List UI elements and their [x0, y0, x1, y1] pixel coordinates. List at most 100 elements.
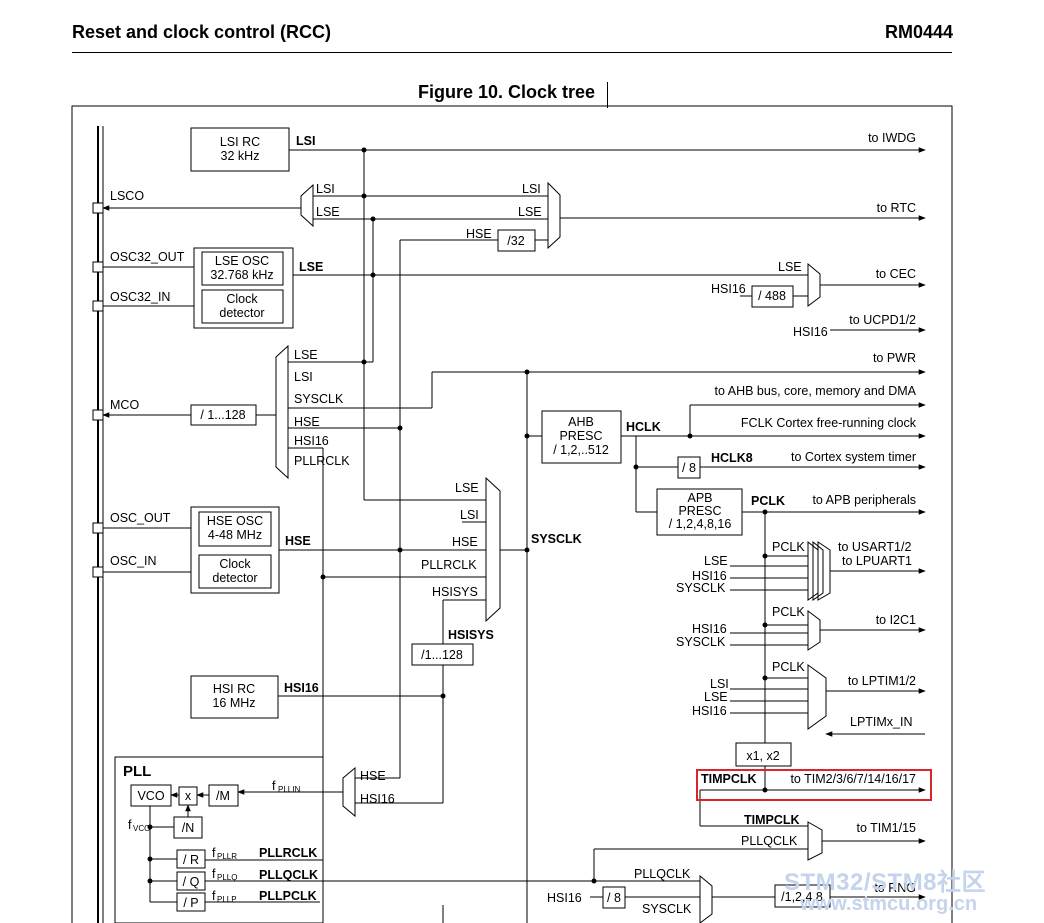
i2c-hsi16-label: HSI16: [692, 622, 727, 636]
lptim-hsi16-label: HSI16: [692, 704, 727, 718]
div-rng-block: [774, 884, 831, 908]
figure-title: Figure 10. Clock tree: [418, 82, 596, 102]
tim-destination: to TIM2/3/6/7/14/16/17: [790, 772, 916, 786]
cec-destination: to CEC: [876, 267, 916, 281]
lse-signal: LSE: [299, 260, 323, 274]
ahb-presc-block: [541, 410, 622, 464]
osc-in-pin-label: OSC_IN: [110, 554, 157, 568]
i2c-sysclk-label: SYSCLK: [676, 635, 726, 649]
rtc-destination: to RTC: [877, 201, 916, 215]
mco-pllrclk-label: PLLRCLK: [294, 454, 350, 468]
hsisys-divider-label: /1...128: [421, 648, 463, 662]
f-pllp-label: f: [212, 889, 216, 903]
pclk-signal: PCLK: [751, 494, 785, 508]
ahb-presc-range: / 1,2,..512: [553, 443, 609, 457]
lptim-destination: to LPTIM1/2: [848, 674, 916, 688]
lsco-pin-label: LSCO: [110, 189, 144, 203]
pllin-hse-label: HSE: [360, 769, 386, 783]
sysclk-mux-lsi-label: LSI: [460, 508, 479, 522]
pllqclk-signal: PLLQCLK: [259, 868, 318, 882]
hsi16-input-label: HSI16: [711, 282, 746, 296]
div-p-label: / P: [183, 896, 198, 910]
hsi-rc-freq: 16 MHz: [212, 696, 255, 710]
usart-mux-layer: [812, 540, 824, 601]
rng-pllqclk-label: PLLQCLK: [634, 867, 691, 881]
lse-osc-freq: 32.768 kHz: [210, 268, 273, 282]
cec-mux: [807, 262, 821, 307]
mco-pin: [92, 409, 104, 421]
div488-label: / 488: [758, 289, 786, 303]
lse-input-label: LSE: [778, 260, 802, 274]
fclk-destination: FCLK Cortex free-running clock: [741, 416, 917, 430]
hse-osc-freq: 4-48 MHz: [208, 528, 262, 542]
mco-mux: [275, 344, 289, 480]
watermark: STM32/STM8社区: [784, 869, 987, 896]
f-pllq-subscript: PLLQ: [217, 873, 237, 882]
timpclk-highlight: [696, 769, 932, 801]
usart-mux-layer: [817, 541, 831, 601]
lse-osc-label: LSE OSC: [215, 254, 269, 268]
hclk-signal: HCLK: [626, 420, 661, 434]
i2c-pclk-label: PCLK: [772, 605, 805, 619]
apb-presc-label: APB: [687, 491, 712, 505]
div-n-label: /N: [182, 821, 195, 835]
mco-pin-label: MCO: [110, 398, 139, 412]
hsi-rc-block: [190, 675, 279, 719]
div-r-label: / R: [183, 853, 199, 867]
lptim-lse-label: LSE: [704, 690, 728, 704]
rtc-mux: [547, 181, 561, 250]
lsi-input-label: LSI: [522, 182, 541, 196]
x1x2-label: x1, x2: [746, 749, 779, 763]
i2c-mux: [807, 610, 821, 651]
sysclk-mux-hsisys-label: HSISYS: [432, 585, 478, 599]
systimer-destination: to Cortex system timer: [791, 450, 916, 464]
lsi-rc-label: LSI RC: [220, 135, 260, 149]
osc-in-pin: [92, 566, 104, 578]
lse-input-label: LSE: [518, 205, 542, 219]
lsco-mux: [300, 183, 314, 228]
osc32-in-pin-label: OSC32_IN: [110, 290, 170, 304]
clock-detector-label: detector: [219, 306, 264, 320]
document-reference: RM0444: [884, 22, 953, 42]
mco-hse-label: HSE: [294, 415, 320, 429]
tim1-destination: to TIM1/15: [856, 821, 916, 835]
hsisys-signal: HSISYS: [448, 628, 494, 642]
f-pllq-label: f: [212, 867, 216, 881]
pll-title: PLL: [123, 763, 151, 780]
rng-mux: [699, 874, 713, 923]
vco-label: VCO: [137, 789, 164, 803]
tim1-pllqclk-label: PLLQCLK: [741, 834, 798, 848]
osc32-out-pin: [92, 261, 104, 273]
usart-lse-label: LSE: [704, 554, 728, 568]
sysclk-mux-lse-label: LSE: [455, 481, 479, 495]
pllrclk-signal: PLLRCLK: [259, 846, 317, 860]
lsco-pin: [92, 202, 104, 214]
div-m-label: /M: [216, 789, 230, 803]
sysclk-mux: [485, 476, 501, 623]
ucpd-destination: to UCPD1/2: [849, 313, 916, 327]
pllpclk-signal: PLLPCLK: [259, 889, 317, 903]
header-rule: [72, 52, 952, 53]
osc-out-pin: [92, 522, 104, 534]
ahb-presc-label: PRESC: [559, 429, 602, 443]
f-pllr-label: f: [212, 846, 216, 860]
ahb-presc-label: AHB: [568, 415, 594, 429]
f-vco-subscript: VCO: [133, 824, 150, 833]
hse-signal: HSE: [285, 534, 311, 548]
lse-group-frame: [193, 247, 294, 329]
section-title: Reset and clock control (RCC): [72, 22, 332, 42]
apb-presc-range: / 1,2,4,8,16: [669, 517, 732, 531]
mco-sysclk-label: SYSCLK: [294, 392, 344, 406]
hclk8-signal: HCLK8: [711, 451, 753, 465]
hsi-rc-label: HSI RC: [213, 682, 255, 696]
timpclk-signal: TIMPCLK: [744, 813, 800, 827]
pwr-destination: to PWR: [873, 351, 916, 365]
multiplier-label: x: [185, 789, 192, 803]
sysclk-mux-pllrclk-label: PLLRCLK: [421, 558, 477, 572]
rng-sysclk-label: SYSCLK: [642, 902, 692, 916]
hse-osc-block: [198, 511, 272, 547]
clock-detector-label: Clock: [219, 557, 251, 571]
text-cursor: [607, 82, 608, 108]
page-header: Reset and clock control (RCC) RM0444: [0, 0, 1044, 60]
